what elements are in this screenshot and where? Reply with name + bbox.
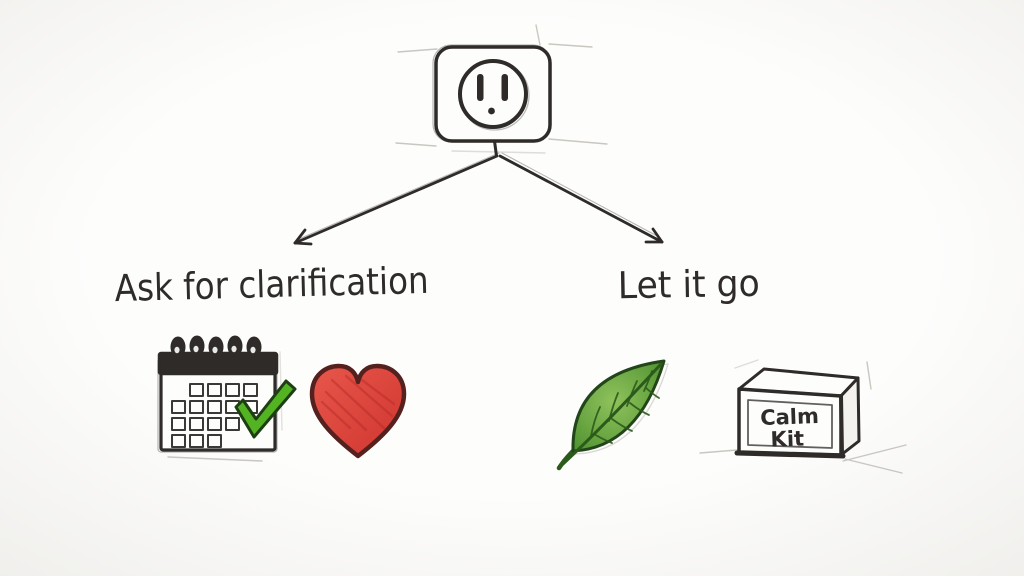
calendar-rings xyxy=(170,335,262,358)
outlet-slot-right xyxy=(501,74,508,101)
box-right-edge xyxy=(839,394,844,457)
right-branch-label: Let it go xyxy=(617,262,760,307)
heart-shape xyxy=(309,363,407,459)
outlet-face xyxy=(458,59,528,129)
outlet-stem xyxy=(493,139,498,158)
outlet-slot-left xyxy=(477,74,484,101)
left-branch-arrow xyxy=(293,152,500,246)
calm-kit-box-icon: Calm Kit xyxy=(734,367,861,459)
calendar-grid xyxy=(171,383,258,448)
box-label-line2: Kit xyxy=(770,427,804,452)
box-bottom-edge xyxy=(734,450,846,459)
calendar-icon xyxy=(157,335,279,453)
check-icon xyxy=(234,379,297,439)
right-branch-arrow xyxy=(498,152,664,244)
box-front-panel xyxy=(747,399,833,449)
calendar-check-icon xyxy=(157,335,297,453)
branch-arrows xyxy=(293,152,664,246)
outlet-ground-dot xyxy=(488,107,495,115)
power-outlet-icon xyxy=(432,44,552,158)
heart-crayon-texture xyxy=(320,374,396,432)
construction-guides xyxy=(167,24,907,474)
left-branch-label: Ask for clarification xyxy=(114,259,429,310)
leaf-icon xyxy=(556,359,669,471)
box-label-line1: Calm xyxy=(760,404,819,430)
leaf-veins xyxy=(561,362,663,466)
heart-icon xyxy=(309,363,407,459)
